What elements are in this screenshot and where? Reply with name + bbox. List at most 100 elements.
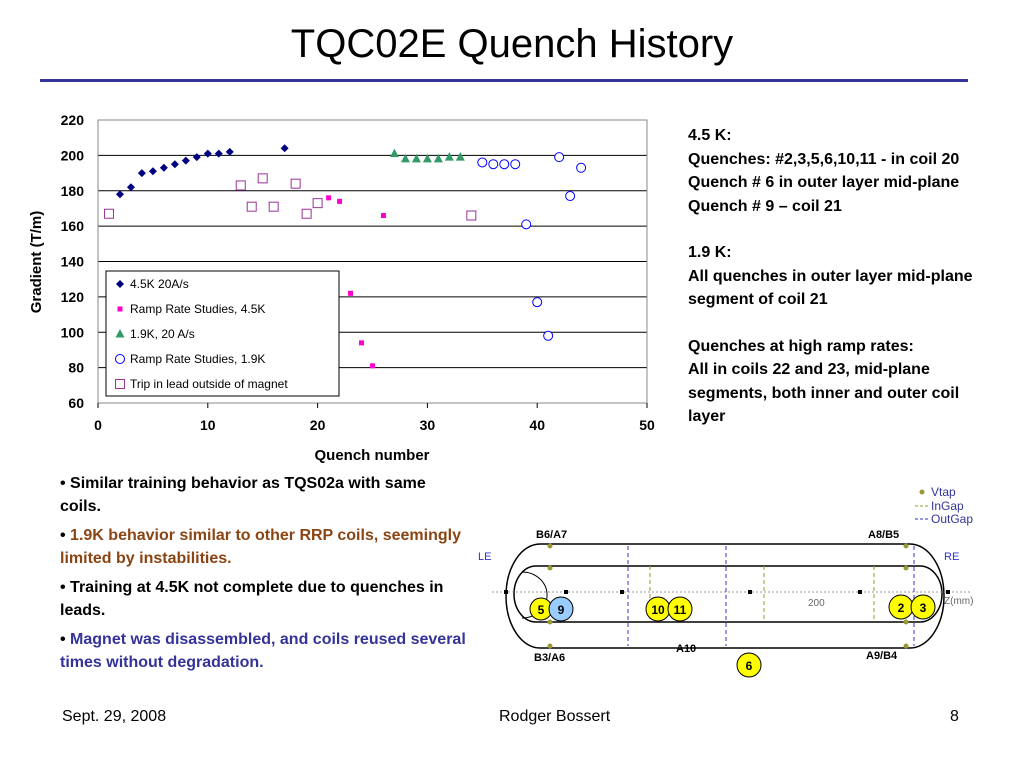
- note-45k-quenches: Quenches: #2,3,5,6,10,11 - in coil 20 Qu…: [688, 150, 960, 192]
- y-tick-label: 60: [68, 395, 84, 411]
- y-tick-label: 80: [68, 360, 84, 376]
- quench-marker-11: 11: [667, 596, 693, 622]
- svg-text:2: 2: [898, 601, 905, 615]
- coil-outline-outer: [505, 543, 945, 649]
- data-point: [192, 153, 201, 162]
- x-tick-label: 40: [529, 417, 545, 433]
- notes-panel: 4.5 K: Quenches: #2,3,5,6,10,11 - in coi…: [688, 124, 988, 429]
- return-end-label: RE: [944, 551, 959, 563]
- voltage-taps: [504, 543, 950, 649]
- y-tick-label: 220: [61, 112, 85, 128]
- footer-date: Sept. 29, 2008: [62, 708, 167, 725]
- bullet-text: Similar training behavior as TQS02a with…: [60, 475, 426, 515]
- midplane-tap: [858, 590, 862, 594]
- footer-page-number: 8: [950, 708, 959, 725]
- y-axis-label: Gradient (T/m): [28, 211, 45, 314]
- x-tick-label: 50: [639, 417, 655, 433]
- legend-label: Ramp Rate Studies, 4.5K: [130, 302, 265, 316]
- note-ramp-text: All in coils 22 and 23, mid-plane segmen…: [688, 361, 960, 425]
- vtap-legend-marker: [919, 489, 925, 495]
- svg-text:9: 9: [558, 603, 565, 617]
- data-point: [137, 169, 146, 178]
- data-point: [225, 147, 234, 156]
- data-point: [326, 195, 332, 201]
- z-axis-unit-label: Z(mm): [944, 596, 973, 607]
- svg-text:5: 5: [538, 603, 545, 617]
- bullet-item: • Training at 4.5K not complete due to q…: [60, 579, 444, 619]
- data-point: [466, 210, 477, 221]
- legend-box: [105, 270, 340, 397]
- bullet-list: • Similar training behavior as TQS02a wi…: [60, 472, 470, 680]
- x-tick-label: 10: [200, 417, 216, 433]
- vtap-marker: [547, 643, 553, 649]
- data-point: [348, 290, 354, 296]
- quench-marker-2: 2: [888, 594, 914, 620]
- bullet-text: Training at 4.5K not complete due to que…: [60, 579, 444, 619]
- x-tick-label: 0: [94, 417, 102, 433]
- y-tick-label: 100: [61, 324, 85, 340]
- data-point: [543, 330, 554, 341]
- segment-label-top-left: B6/A7: [536, 529, 567, 541]
- data-point: [181, 156, 190, 165]
- vtap-marker: [903, 565, 909, 571]
- quench-marker-9: 9: [548, 596, 574, 622]
- y-tick-label: 120: [61, 289, 85, 305]
- gap-lines: [627, 546, 915, 646]
- quench-marker-3: 3: [910, 594, 936, 620]
- note-19k-heading: 1.9 K:: [688, 244, 732, 261]
- coil-quench-location-diagram: Vtap InGap OutGap B6/A7 A8/B5 B3/A6 A10 …: [478, 485, 973, 678]
- quench-marker-10: 10: [645, 596, 671, 622]
- note-ramp-heading: Quenches at high ramp rates:: [688, 337, 914, 355]
- x-axis-label: Quench number: [314, 447, 429, 464]
- midplane-tap: [564, 590, 568, 594]
- vtap-marker: [903, 619, 909, 625]
- note-45k-heading: 4.5 K:: [688, 127, 732, 144]
- legend-marker: [117, 306, 123, 312]
- x-tick-label: 20: [310, 417, 326, 433]
- data-point: [246, 201, 257, 212]
- data-point: [510, 159, 521, 170]
- y-tick-label: 140: [61, 254, 85, 270]
- data-point: [389, 148, 399, 158]
- legend-label: Ramp Rate Studies, 1.9K: [130, 352, 265, 366]
- data-point: [532, 297, 543, 308]
- data-point: [290, 178, 301, 189]
- data-point: [370, 363, 375, 369]
- data-point: [433, 153, 443, 163]
- data-point: [477, 157, 488, 168]
- lead-end-label: LE: [478, 551, 491, 563]
- midplane-tap: [748, 590, 752, 594]
- legend-marker: [116, 280, 124, 288]
- data-point: [235, 180, 246, 191]
- midplane-tap: [504, 590, 508, 594]
- bullet-text: 1.9K behavior similar to other RRP coils…: [60, 527, 461, 567]
- bullet-item: • 1.9K behavior similar to other RRP coi…: [60, 527, 461, 567]
- data-point: [565, 191, 576, 202]
- plot-frame: [97, 119, 648, 404]
- coil-outline-inner: [513, 565, 943, 623]
- segment-label-bottom-right: A9/B4: [866, 650, 898, 662]
- vtap-marker: [903, 543, 909, 549]
- data-point: [170, 160, 179, 169]
- data-point: [444, 152, 454, 161]
- svg-text:3: 3: [920, 601, 927, 615]
- data-point: [280, 144, 289, 153]
- quench-marker-6: 6: [736, 652, 762, 678]
- data-point: [422, 153, 432, 163]
- data-point: [268, 201, 279, 212]
- svg-text:10: 10: [651, 603, 665, 617]
- y-tick-label: 200: [61, 147, 85, 163]
- data-point: [301, 208, 312, 219]
- ingap-legend-label: InGap: [931, 499, 964, 513]
- data-point: [455, 152, 465, 161]
- data-point: [411, 153, 421, 163]
- data-point: [148, 167, 157, 176]
- svg-text:6: 6: [746, 659, 753, 673]
- data-point: [126, 183, 135, 192]
- data-point: [359, 340, 365, 346]
- data-point: [576, 162, 587, 173]
- bullet-item: • Magnet was disassembled, and coils reu…: [60, 631, 466, 671]
